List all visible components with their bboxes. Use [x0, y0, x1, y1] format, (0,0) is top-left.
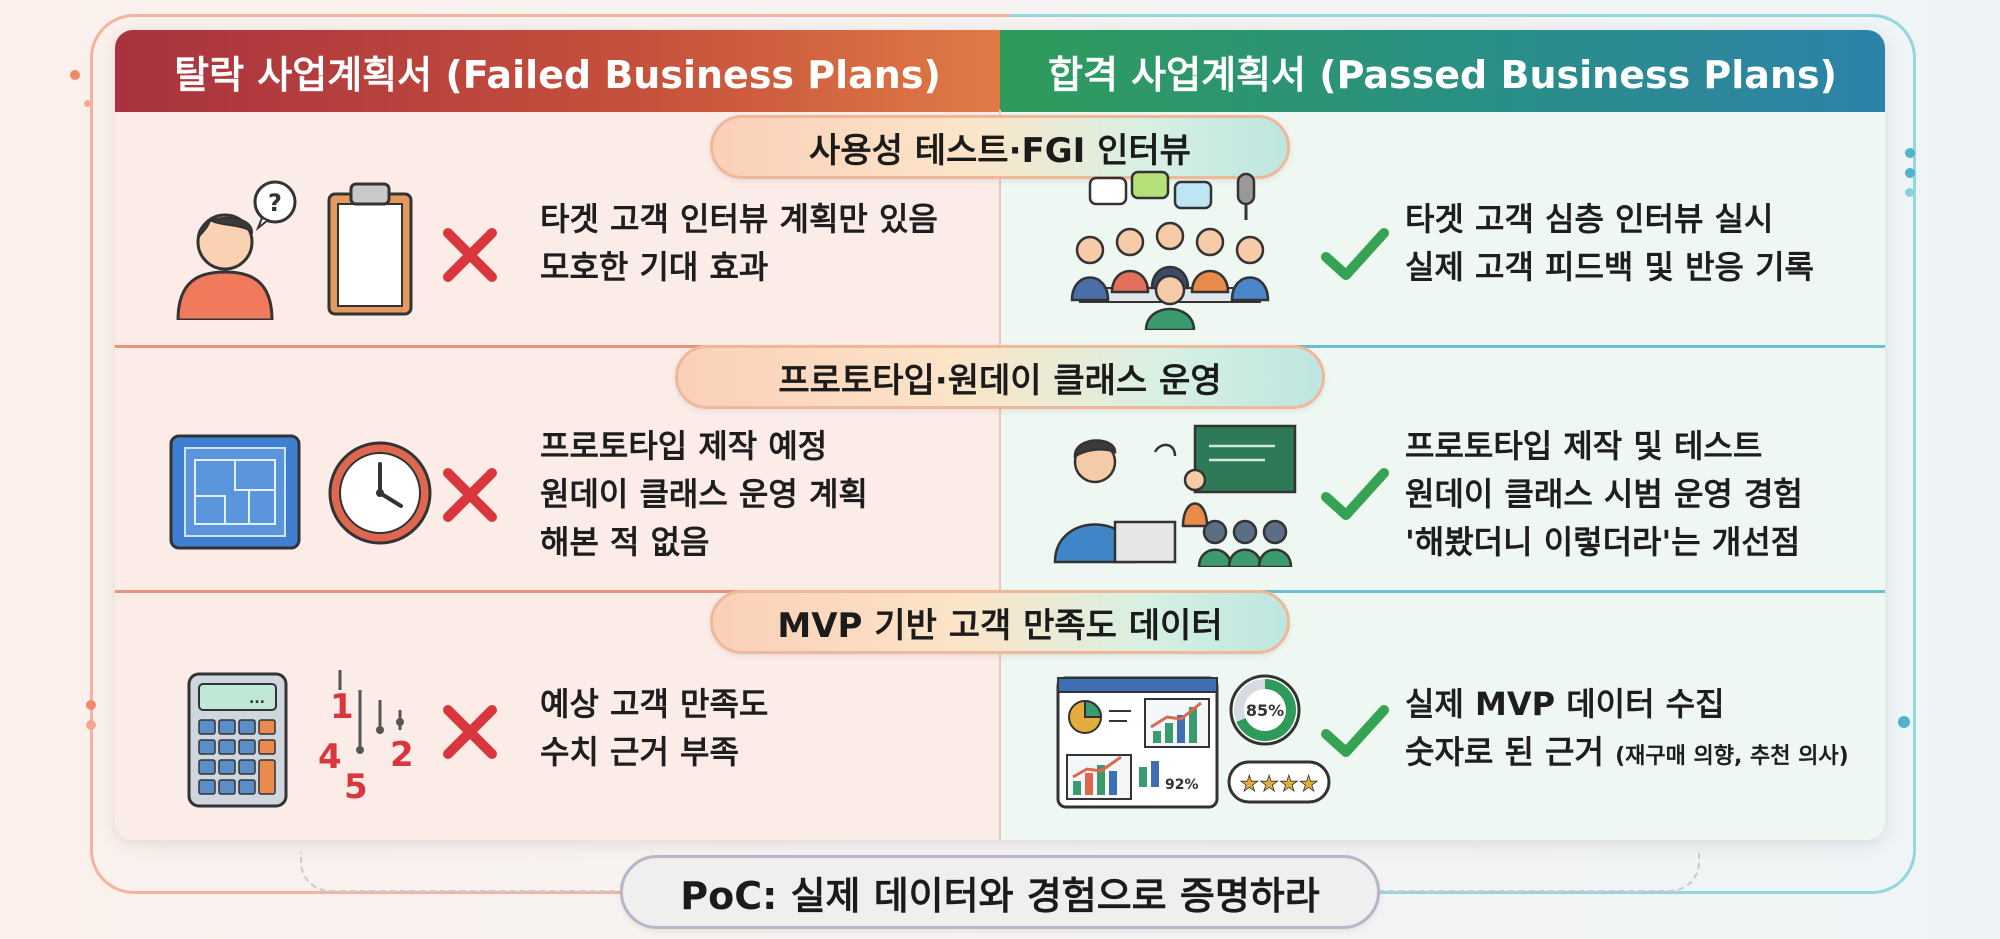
- text-line: '해봤더니 이렇더라'는 개선점: [1405, 523, 1801, 561]
- section-title-usability: 사용성 테스트·FGI 인터뷰: [710, 115, 1290, 179]
- cross-icon: [443, 705, 497, 759]
- comparison-card: 탈락 사업계획서 (Failed Business Plans) 합격 사업계획…: [115, 30, 1885, 840]
- blueprint-icon: [169, 434, 301, 550]
- rating-stars-text: ★★★★: [1240, 772, 1319, 797]
- section-title-text: 프로토타입·원데이 클래스 운영: [778, 360, 1222, 401]
- section-title-text: 사용성 테스트·FGI 인터뷰: [809, 130, 1191, 171]
- dial-number: 4: [318, 737, 342, 777]
- text-line: 모호한 기대 효과: [540, 248, 769, 286]
- dial-number: 5: [344, 767, 368, 807]
- passed-text-2: 프로토타입 제작 및 테스트 원데이 클래스 시범 운영 경험 '해봤더니 이렇…: [1405, 422, 1803, 566]
- text-line: 프로토타입 제작 및 테스트: [1405, 427, 1763, 465]
- text-line: 원데이 클래스 운영 계획: [540, 475, 868, 513]
- text-line: 타겟 고객 심층 인터뷰 실시: [1405, 200, 1774, 238]
- rating-donut-icon: 85% ★★★★: [1227, 674, 1331, 804]
- section-title-prototype: 프로토타입·원데이 클래스 운영: [675, 345, 1325, 409]
- dashboard-icon: 92%: [1056, 676, 1219, 809]
- failed-text-1: 타겟 고객 인터뷰 계획만 있음 모호한 기대 효과: [540, 195, 938, 291]
- question-mark-text: ?: [268, 189, 282, 217]
- row-separator: [1000, 590, 1885, 593]
- passed-text-1: 타겟 고객 심층 인터뷰 실시 실제 고객 피드백 및 반응 기록: [1405, 195, 1814, 291]
- text-line: 프로토타입 제작 예정: [540, 427, 828, 465]
- calculator-icon: ...: [187, 672, 288, 808]
- row-separator: [1000, 345, 1885, 348]
- passed-header-title: 합격 사업계획서 (Passed Business Plans): [1048, 52, 1837, 97]
- footer-banner: PoC: 실제 데이터와 경험으로 증명하라: [620, 855, 1380, 929]
- deco-dot: [1905, 148, 1915, 158]
- text-note: (재구매 의향, 추천 의사): [1615, 744, 1849, 769]
- section-title-mvp: MVP 기반 고객 만족도 데이터: [710, 590, 1290, 654]
- dial-number: 2: [390, 735, 414, 775]
- passed-header: 합격 사업계획서 (Passed Business Plans): [1000, 30, 1885, 112]
- deco-dot: [86, 720, 96, 730]
- dial-number: 1: [330, 687, 354, 727]
- text-line: 실제 고객 피드백 및 반응 기록: [1405, 248, 1814, 286]
- section-title-text: MVP 기반 고객 만족도 데이터: [777, 605, 1223, 646]
- cross-icon: [443, 468, 497, 522]
- passed-text-3: 실제 MVP 데이터 수집 숫자로 된 근거 (재구매 의향, 추천 의사): [1405, 680, 1849, 781]
- check-icon: [1321, 705, 1389, 757]
- check-icon: [1321, 228, 1389, 280]
- deco-dot: [84, 100, 91, 107]
- group-interview-icon: [1070, 170, 1270, 330]
- outer-frame-right: [1010, 14, 1916, 894]
- donut-percent-text: 85%: [1246, 701, 1284, 720]
- text-line: 예상 고객 만족도: [540, 685, 769, 723]
- dial-numbers-icon: 1 4 5 2: [318, 670, 414, 807]
- clipboard-icon: [327, 182, 413, 316]
- failed-header-title: 탈락 사업계획서 (Failed Business Plans): [174, 52, 941, 97]
- check-icon: [1321, 468, 1389, 520]
- text-line: 수치 근거 부족: [540, 733, 739, 771]
- deco-dot: [1898, 716, 1910, 728]
- deco-dot: [70, 70, 80, 80]
- failed-text-2: 프로토타입 제작 예정 원데이 클래스 운영 계획 해본 적 없음: [540, 422, 868, 566]
- row-separator: [115, 590, 1000, 593]
- text-line: 실제 MVP 데이터 수집: [1405, 685, 1725, 723]
- text-line: 해본 적 없음: [540, 523, 710, 561]
- dashboard-percent-text: 92%: [1165, 777, 1199, 793]
- clock-icon: [328, 441, 432, 545]
- text-line: 타겟 고객 인터뷰 계획만 있음: [540, 200, 938, 238]
- row-separator: [115, 345, 1000, 348]
- deco-dot: [1905, 168, 1915, 178]
- text-line: 원데이 클래스 시범 운영 경험: [1405, 475, 1803, 513]
- text-line: 숫자로 된 근거: [1405, 733, 1604, 771]
- deco-dot: [1905, 188, 1914, 197]
- confused-person-icon: ?: [176, 180, 297, 320]
- outer-frame-left: [90, 14, 1010, 894]
- workshop-class-icon: [1053, 424, 1297, 567]
- footer-text: PoC: 실제 데이터와 경험으로 증명하라: [680, 873, 1320, 918]
- calculator-display-text: ...: [249, 691, 265, 707]
- deco-dot: [86, 700, 96, 710]
- column-divider: [999, 110, 1001, 840]
- cross-icon: [443, 228, 497, 282]
- failed-header: 탈락 사업계획서 (Failed Business Plans): [115, 30, 1000, 112]
- failed-text-3: 예상 고객 만족도 수치 근거 부족: [540, 680, 768, 776]
